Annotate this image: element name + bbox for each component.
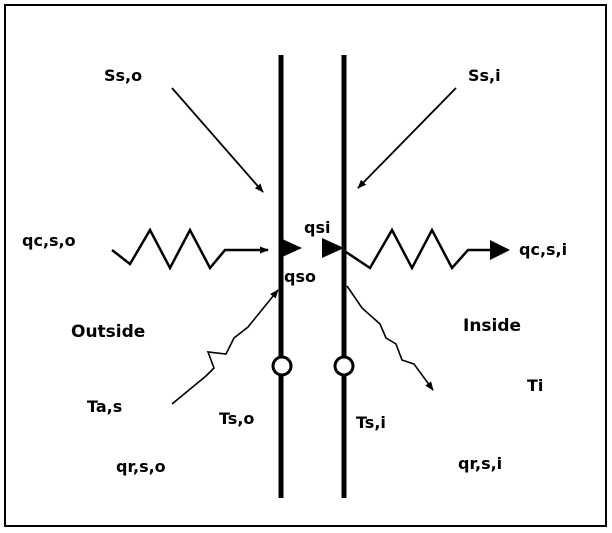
inside-temp-label: Ti [527,376,543,395]
solar-inside-label: Ss,i [468,66,501,85]
solar-outside-arrow [171,87,264,193]
outside-convection-label: qc,s,o [22,231,76,250]
outside-radiation-label: qr,s,o [116,457,166,476]
outside-convection-resistor [111,227,269,271]
qso-label: qso [284,267,316,286]
inside-surface-temp-label: Ts,i [356,413,386,432]
solar-outside-label: Ss,o [104,66,142,85]
outside-region-label: Outside [71,322,145,342]
inside-convection-resistor [345,227,510,271]
outside-surface-node [271,355,293,377]
solar-inside-arrow [357,87,457,189]
inside-radiation-zigzag [346,285,434,391]
outside-radiation-zigzag [171,289,279,405]
qsi-label: qsi [304,218,330,237]
inside-surface-node [333,355,355,377]
ambient-temp-label: Ta,s [87,397,122,416]
qso-triangle [280,238,302,258]
frame-border [4,4,607,527]
inside-radiation-label: qr,s,i [458,454,502,473]
qsi-triangle [322,238,344,258]
inside-convection-label: qc,s,i [519,240,567,259]
inside-region-label: Inside [463,316,521,336]
outside-surface-temp-label: Ts,o [219,409,254,428]
